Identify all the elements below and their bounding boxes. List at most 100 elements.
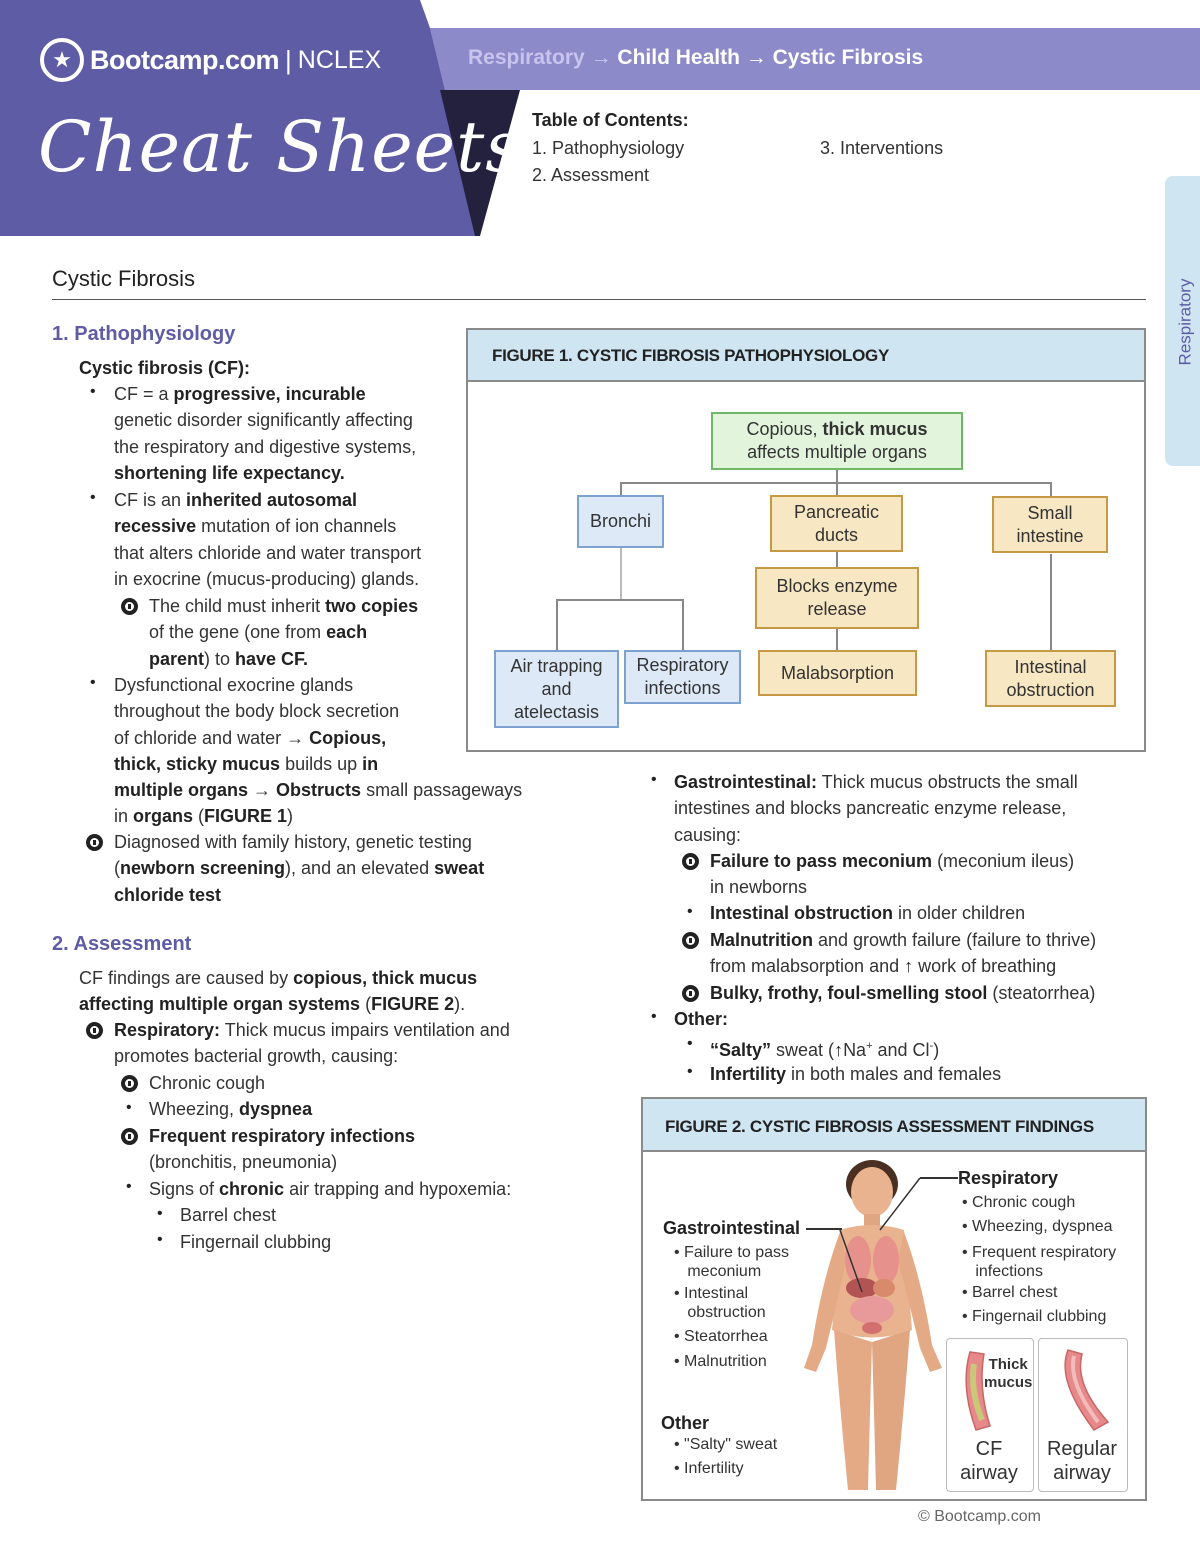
- cf-airway-illustration: [965, 1351, 991, 1431]
- toc-heading: Table of Contents:: [532, 110, 689, 130]
- patho-bullet-1: CF = a progressive, incurable genetic di…: [114, 384, 417, 483]
- header-banner: [0, 0, 1200, 236]
- brand-name: Bootcamp.com: [90, 44, 280, 75]
- connector: [620, 482, 1052, 484]
- regular-airway-panel: [1038, 1338, 1128, 1492]
- toc-item-assessment[interactable]: 2. Assessment: [532, 165, 650, 185]
- bullet-dot: •: [157, 1231, 163, 1248]
- fig2-other-infertility: • Infertility: [674, 1460, 744, 1477]
- exam-name: NCLEX: [297, 45, 382, 74]
- page-title: Cystic Fibrosis: [52, 266, 196, 291]
- resp-item-clubbing: Fingernail clubbing: [180, 1232, 332, 1252]
- figure-2-header: [643, 1099, 1145, 1152]
- toc-item-interventions[interactable]: 3. Interventions: [820, 138, 944, 158]
- brand-separator: |: [285, 44, 292, 75]
- brand-logo[interactable]: ★ Bootcamp.com | NCLEX: [40, 38, 381, 82]
- breadcrumb-respiratory[interactable]: Respiratory: [468, 46, 585, 69]
- other-item-salty-sweat: “Salty” sweat (↑Na+ and Cl-): [710, 1040, 940, 1060]
- node-bronchi: Bronchi: [577, 495, 664, 548]
- patho-bullet-3: The child must inherit two copies of the…: [149, 596, 419, 669]
- fig2-resp-cough: • Chronic cough: [962, 1194, 1076, 1211]
- figure-2: [641, 1097, 1147, 1501]
- toc-item-pathophysiology[interactable]: 1. Pathophysiology: [532, 138, 685, 158]
- bullet-dot: •: [651, 1008, 657, 1025]
- star-icon: ★: [40, 38, 84, 82]
- fig2-gi-malnutrition: • Malnutrition: [674, 1353, 767, 1370]
- resp-item-barrel-chest: Barrel chest: [180, 1205, 277, 1225]
- fig2-resp-barrel: • Barrel chest: [962, 1284, 1058, 1301]
- figure-1: [466, 328, 1146, 752]
- breadcrumb-child-health[interactable]: Child Health: [617, 46, 740, 69]
- section-heading-pathophysiology: 1. Pathophysiology: [52, 323, 236, 345]
- resp-item-chronic-cough: Chronic cough: [149, 1073, 266, 1093]
- patho-bullet-5: Diagnosed with family history, genetic t…: [114, 832, 485, 905]
- breadcrumb: Respiratory → Child Health → Cystic Fibr…: [468, 46, 923, 70]
- alert-icon: [121, 598, 138, 615]
- connector: [836, 628, 838, 652]
- connector: [1050, 482, 1052, 498]
- alert-icon: [86, 834, 103, 851]
- bullet-dot: •: [90, 489, 96, 506]
- bullet-dot: •: [157, 1205, 163, 1222]
- alert-icon: [682, 932, 699, 949]
- connector: [556, 599, 558, 651]
- fig2-gi-list: • Failure to pass meconium: [674, 1244, 789, 1280]
- bullet-dot: •: [687, 903, 693, 920]
- patho-subheading: Cystic fibrosis (CF):: [79, 358, 251, 378]
- callout-line: [920, 1177, 958, 1179]
- resp-item-infections: Frequent respiratory infections(bronchit…: [149, 1126, 416, 1173]
- bullet-dot: •: [687, 1035, 693, 1052]
- fig2-resp-heading: Respiratory: [958, 1168, 1059, 1188]
- resp-item-air-trapping: Signs of chronic air trapping and hypoxe…: [149, 1179, 512, 1199]
- breadcrumb-cystic-fibrosis[interactable]: Cystic Fibrosis: [772, 46, 924, 69]
- fig2-other-salty: • "Salty" sweat: [674, 1436, 778, 1453]
- assess-respiratory: Respiratory: Thick mucus impairs ventila…: [114, 1020, 510, 1067]
- copyright: © Bootcamp.com: [918, 1508, 1041, 1525]
- patho-bullet-4: Dysfunctional exocrine glands throughout…: [114, 675, 523, 827]
- figure-1-header: [468, 330, 1144, 382]
- regular-airway-illustration: [1064, 1349, 1110, 1431]
- alert-icon: [121, 1075, 138, 1092]
- connector: [1050, 554, 1052, 652]
- alert-icon: [682, 853, 699, 870]
- gi-item-meconium: Failure to pass meconium (meconium ileus…: [710, 851, 1075, 898]
- bullet-dot: •: [687, 1063, 693, 1080]
- cf-airway-panel: [946, 1338, 1034, 1492]
- human-body-illustration: [804, 1160, 942, 1490]
- patho-bullet-2: CF is an inherited autosomal recessive m…: [114, 490, 422, 589]
- breadcrumb-arrow: →: [745, 46, 767, 69]
- figure-1-title: FIGURE 1. CYSTIC FIBROSIS PATHOPHYSIOLOG…: [492, 346, 890, 365]
- side-tab-label: Respiratory: [1175, 278, 1195, 366]
- section-heading-assessment: 2. Assessment: [52, 933, 192, 955]
- fig2-gi-heading: Gastrointestinal: [663, 1218, 801, 1238]
- connector: [620, 482, 622, 498]
- figure-2-title: FIGURE 2. CYSTIC FIBROSIS ASSESSMENT FIN…: [665, 1117, 1094, 1136]
- gi-item-obstruction: Intestinal obstruction in older children: [710, 903, 1026, 923]
- fig2-other-heading: Other: [661, 1413, 710, 1433]
- node-malabsorption: Malabsorption: [758, 650, 917, 696]
- gi-item-malnutrition: Malnutrition and growth failure (failure…: [710, 930, 1097, 977]
- title-divider: [52, 299, 1146, 300]
- assess-other: Other:: [674, 1009, 728, 1029]
- side-tab[interactable]: [1165, 176, 1200, 466]
- gi-item-stool: Bulky, frothy, foul-smelling stool (stea…: [710, 983, 1096, 1003]
- fig2-resp-clubbing: • Fingernail clubbing: [962, 1308, 1107, 1325]
- fig2-resp-infections: • Frequent respiratory infections: [962, 1244, 1117, 1280]
- fig2-resp-wheezing: • Wheezing, dyspnea: [962, 1218, 1113, 1235]
- bullet-dot: •: [126, 1178, 132, 1195]
- assessment-intro: CF findings are caused by copious, thick…: [79, 968, 478, 1015]
- bullet-dot: •: [90, 383, 96, 400]
- connector: [620, 548, 622, 600]
- breadcrumb-arrow: →: [590, 46, 612, 69]
- fig2-gi-steatorrhea: • Steatorrhea: [674, 1328, 768, 1345]
- fig2-gi-obstruction: • Intestinal obstruction: [674, 1285, 766, 1321]
